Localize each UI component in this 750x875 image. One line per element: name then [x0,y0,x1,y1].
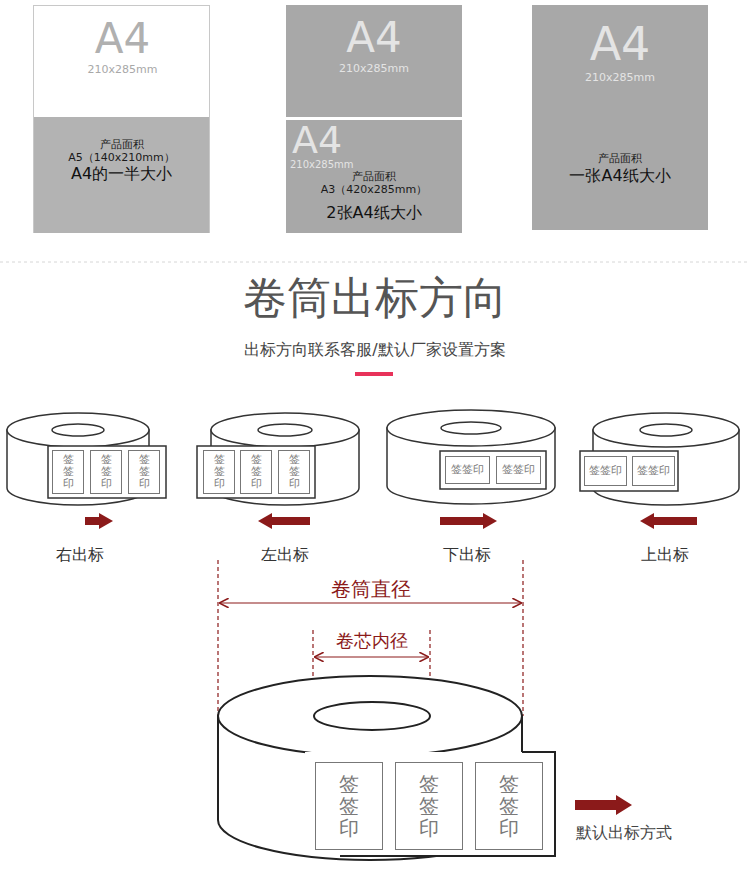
label-box: 签签印 [475,762,543,850]
label-box: 签签印 [52,450,84,494]
label-box: 签签印 [584,456,627,486]
label-text: 签签印 [451,463,484,476]
roll-top [387,410,555,446]
label-text: 签签印 [251,454,262,490]
label-box: 签签印 [632,456,675,486]
direction-label: 下出标 [443,545,491,564]
label-box: 签签印 [445,456,490,484]
sheet-panel: A4210x285mm [286,5,462,117]
sheet-size: A4 [346,13,401,63]
left-arrow [258,513,310,529]
label-box: 签签印 [496,456,541,484]
roll-top [7,413,149,447]
panel-text: 一张A4纸大小 [569,166,670,185]
main-roll [218,676,555,860]
label-strip [580,451,678,491]
panel-text: 210x285mm [585,71,655,84]
label-text: 签签印 [289,454,300,490]
dimension-label: 卷筒直径 [328,577,414,601]
sheet-size: A4 [95,14,150,64]
panel-text: A4的一半大小 [71,164,172,183]
label-box: 签签印 [278,450,310,494]
label-strip-fill [305,752,555,856]
label-text: 签签印 [589,464,622,477]
dimension-label: 卷芯内径 [333,630,411,652]
label-box: 签签印 [240,450,272,494]
roll-top [218,676,522,756]
sheet-panel: A4210x285mm 产品面积一张A4纸大小 [532,5,708,230]
panel-text: 2张A4纸大小 [326,203,421,222]
label-box: 签签印 [315,762,383,850]
label-text: 签签印 [502,463,535,476]
panel-text: 产品面积 [598,152,642,165]
panel-text: A3（420x285mm） [321,183,427,196]
dimension-line [315,656,428,657]
sheet-size: A4 [590,17,651,72]
label-box: 签签印 [90,450,122,494]
extension-line [217,560,218,716]
roll-core [52,424,104,436]
roll-core [441,422,501,434]
label-strip [48,446,166,498]
roll-core [258,424,312,436]
subtitle: 出标方向联系客服/默认厂家设置方案 [244,340,505,359]
label-text: 签签印 [637,464,670,477]
dimension-line [220,602,521,603]
label-text: 签签印 [101,454,112,490]
panel-text: 产品面积 [352,170,396,183]
label-text: 签签印 [339,773,359,839]
roll-core [640,424,692,436]
right-arrow [85,513,113,529]
panel-text: 210x285mm [290,159,354,171]
accent-bar [355,372,393,376]
sheet-panel: A4210x285mm产品面积A3（420x285mm） 2张A4纸大小 [286,120,462,233]
label-text: 签签印 [139,454,150,490]
direction-label: 右出标 [56,545,104,564]
panel-text: A5（140x210mm） [68,151,174,164]
roll-core [314,702,430,730]
label-strip [197,446,315,498]
title: 卷筒出标方向 [243,272,507,325]
label-text: 签签印 [214,454,225,490]
right-arrow [440,513,497,529]
direction-label: 左出标 [261,545,309,564]
roll-top [211,413,359,447]
note-label: 默认出标方式 [576,823,672,842]
small-rolls [7,410,739,505]
label-strip [440,451,546,489]
label-text: 签签印 [63,454,74,490]
sheet-panel: 产品面积A5（140x210mm）A4的一半大小 A4210x285mm [33,5,210,233]
area-band: 产品面积A5（140x210mm）A4的一半大小 [34,117,209,233]
direction-label: 上出标 [641,545,689,564]
separator-line [0,262,750,263]
left-arrow [640,513,697,529]
extension-line [522,560,523,716]
right-arrow [575,795,632,815]
label-box: 签签印 [128,450,160,494]
roll-top [593,413,739,447]
panel-text: 210x285mm [88,63,158,76]
label-text: 签签印 [419,773,439,839]
panel-text: 210x285mm [339,62,409,75]
label-box: 签签印 [203,450,235,494]
label-text: 签签印 [499,773,519,839]
sheet-size: A4 [292,118,342,164]
label-box: 签签印 [395,762,463,850]
sheet-size: 产品面积 [100,138,144,151]
